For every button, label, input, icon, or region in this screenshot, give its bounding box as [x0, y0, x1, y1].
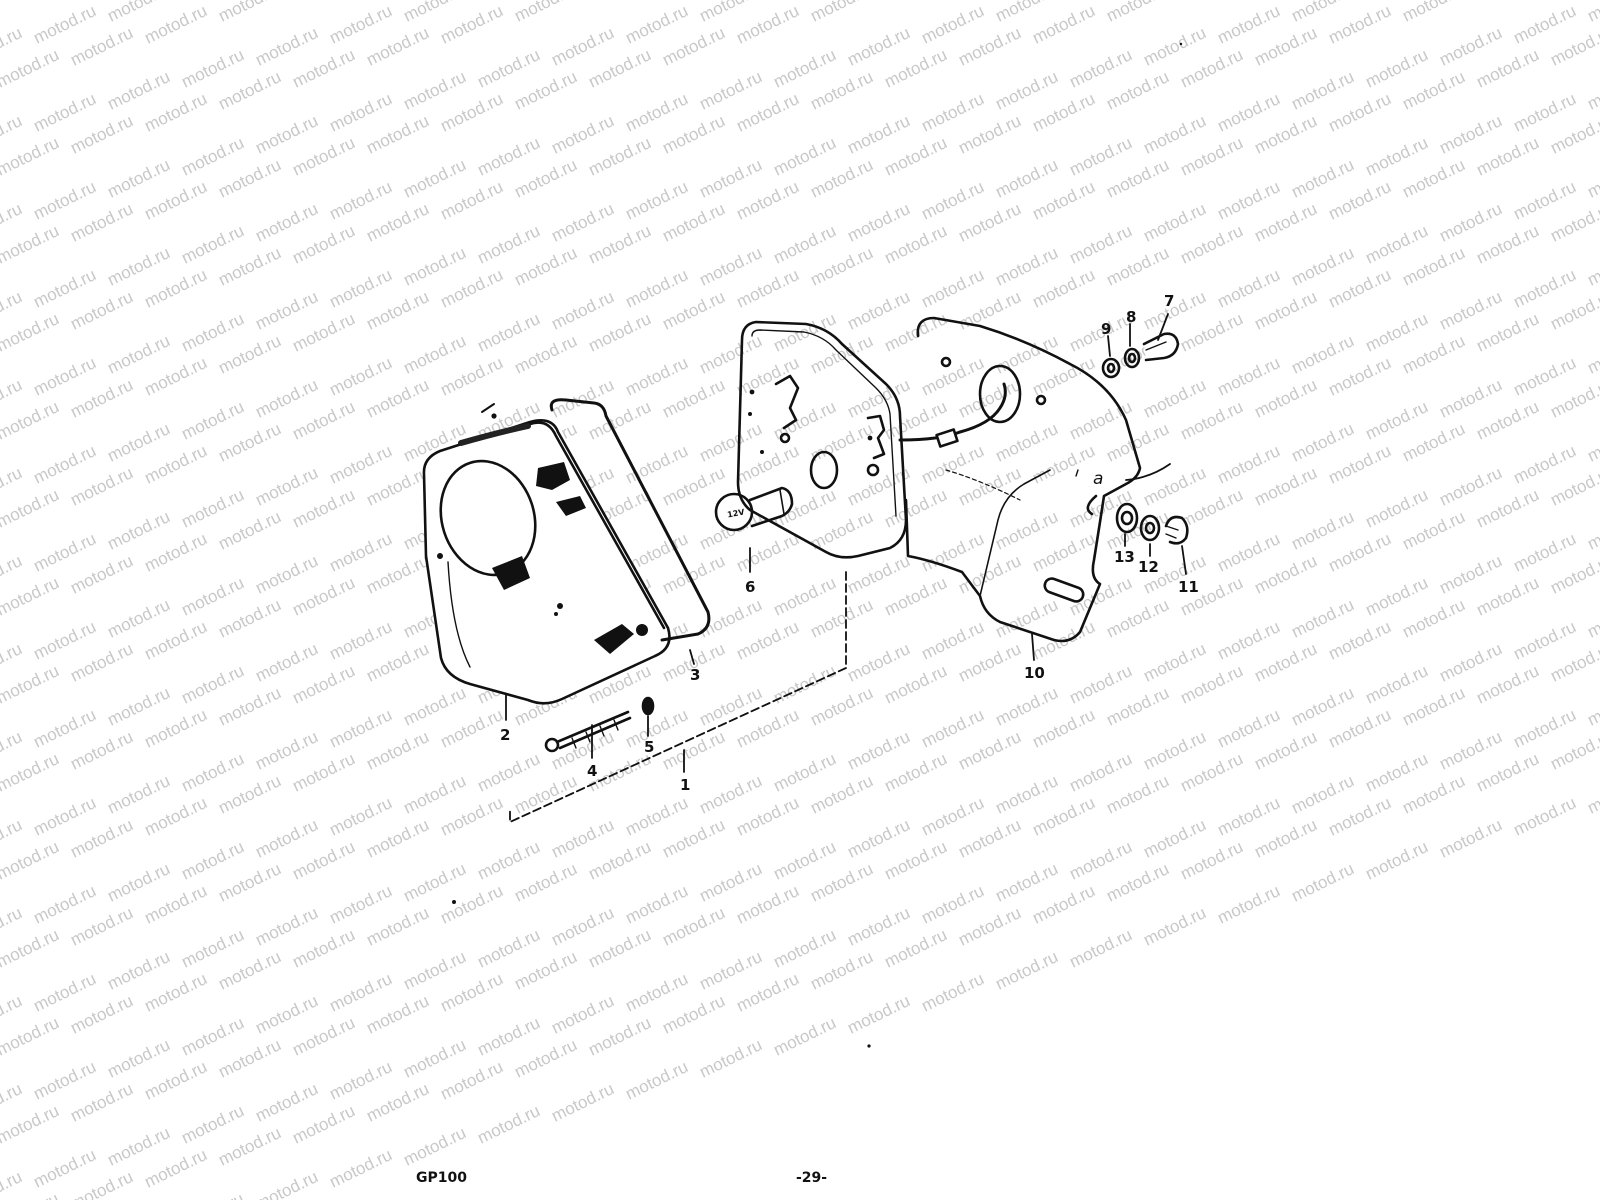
- lamp-housing: [736, 320, 908, 559]
- tail-lamp-lens: [422, 403, 671, 705]
- print-dot: [452, 900, 456, 904]
- callout-8: 8: [1126, 308, 1136, 326]
- callout-12: 12: [1138, 558, 1159, 576]
- callout-10: 10: [1024, 664, 1045, 682]
- callout-7: 7: [1164, 292, 1174, 310]
- reference-letter-a: a: [1093, 469, 1103, 489]
- screw-washer: [641, 696, 655, 716]
- model-label: GP100: [416, 1170, 467, 1186]
- lamp-bracket: [898, 316, 1171, 643]
- callout-9: 9: [1101, 320, 1111, 338]
- bulb-marking: 12V: [727, 507, 746, 519]
- lower-fasteners: [1115, 502, 1189, 545]
- callout-6: 6: [745, 578, 755, 596]
- callout-4: 4: [587, 762, 597, 780]
- callout-13: 13: [1114, 548, 1135, 566]
- lens-screw: [544, 710, 632, 753]
- leader-lines: [505, 313, 1187, 823]
- callout-3: 3: [690, 666, 700, 684]
- upper-fasteners: [1101, 332, 1180, 379]
- tail-lamp-bulb: [714, 486, 794, 532]
- print-dot: [867, 1044, 871, 1048]
- page-number: -29-: [796, 1170, 828, 1186]
- callout-1: 1: [680, 776, 690, 794]
- callout-5: 5: [644, 738, 654, 756]
- callout-11: 11: [1178, 578, 1199, 596]
- callout-2: 2: [500, 726, 510, 744]
- lens-gasket: [549, 398, 711, 642]
- print-dot: [1179, 42, 1183, 46]
